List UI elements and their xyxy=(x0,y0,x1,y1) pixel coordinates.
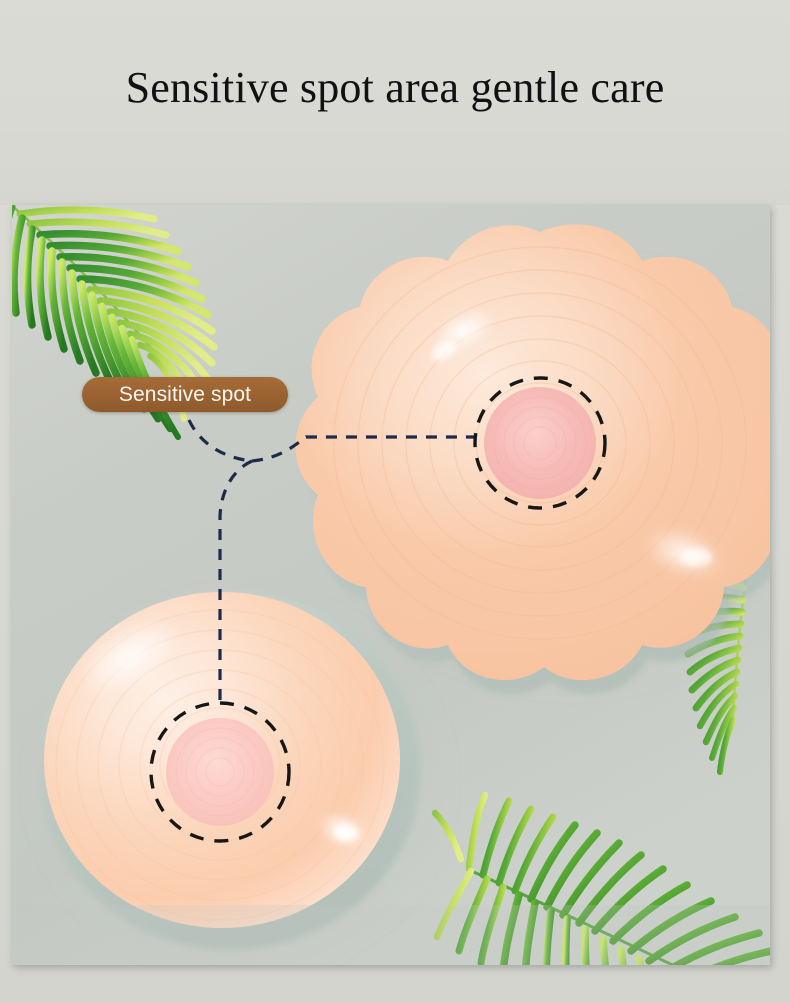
palm-leaf-top-left xyxy=(12,205,218,440)
sensitive-spot-callout-badge: Sensitive spot xyxy=(82,377,288,412)
flower-center-disc xyxy=(484,387,596,499)
sensitive-spot-label: Sensitive spot xyxy=(118,383,252,406)
page-title: Sensitive spot area gentle care xyxy=(125,63,665,112)
header-band: Sensitive spot area gentle care xyxy=(0,0,790,205)
palm-leaf-bottom-right xyxy=(431,791,770,965)
product-photo-panel xyxy=(12,205,770,965)
disc-center xyxy=(166,718,274,826)
product-illustration xyxy=(12,205,770,965)
